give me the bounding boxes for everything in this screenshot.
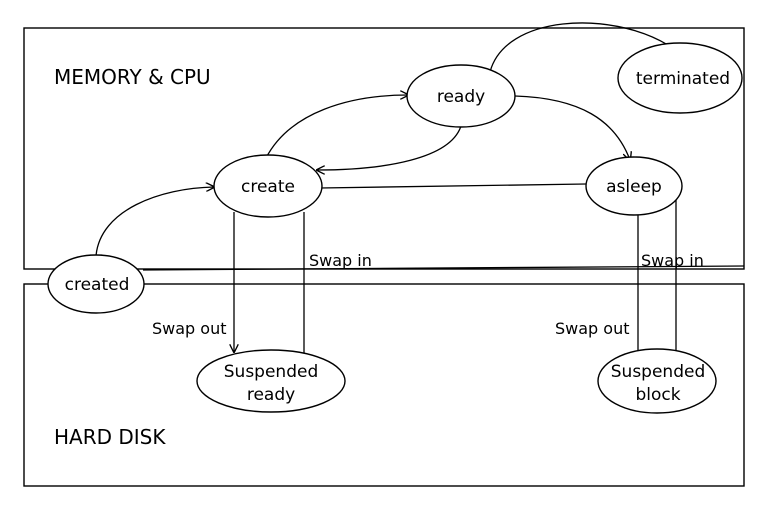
edge-created-horizontal xyxy=(142,265,745,271)
state-suspended-ready-label-line1: Suspended xyxy=(224,362,319,382)
state-create-label: create xyxy=(241,177,295,197)
state-suspended-block-label-line1: Suspended xyxy=(611,362,706,382)
edge-ready-to-create xyxy=(317,121,463,170)
state-ready xyxy=(406,64,516,128)
state-suspended-block xyxy=(597,348,717,414)
swap-in-right-label: Swap in xyxy=(641,251,704,270)
state-created xyxy=(47,254,145,314)
state-terminated-label: terminated xyxy=(636,69,730,89)
state-create xyxy=(213,154,323,218)
swap-out-left-label: Swap out xyxy=(152,319,227,338)
edge-created-to-create xyxy=(95,187,214,257)
swap-in-left-label: Swap in xyxy=(309,251,372,270)
state-terminated xyxy=(617,42,743,114)
state-asleep xyxy=(585,156,683,216)
state-ready-label: ready xyxy=(437,87,485,107)
state-suspended-block-label-line2: block xyxy=(635,385,680,405)
swap-out-right-label: Swap out xyxy=(555,319,630,338)
state-suspended-ready-label-line2: ready xyxy=(247,385,295,405)
edge-asleep-to-create xyxy=(319,183,587,189)
hard-disk-label: HARD DISK xyxy=(54,425,166,449)
state-created-label: created xyxy=(65,275,130,295)
memory-cpu-label: MEMORY & CPU xyxy=(54,65,211,89)
hard-disk-region xyxy=(23,283,745,487)
state-suspended-ready xyxy=(196,349,346,413)
state-asleep-label: asleep xyxy=(606,177,662,197)
edge-create-to-ready xyxy=(265,95,408,159)
edge-ready-to-asleep xyxy=(514,95,630,160)
edge-ready-to-terminated xyxy=(489,22,669,73)
